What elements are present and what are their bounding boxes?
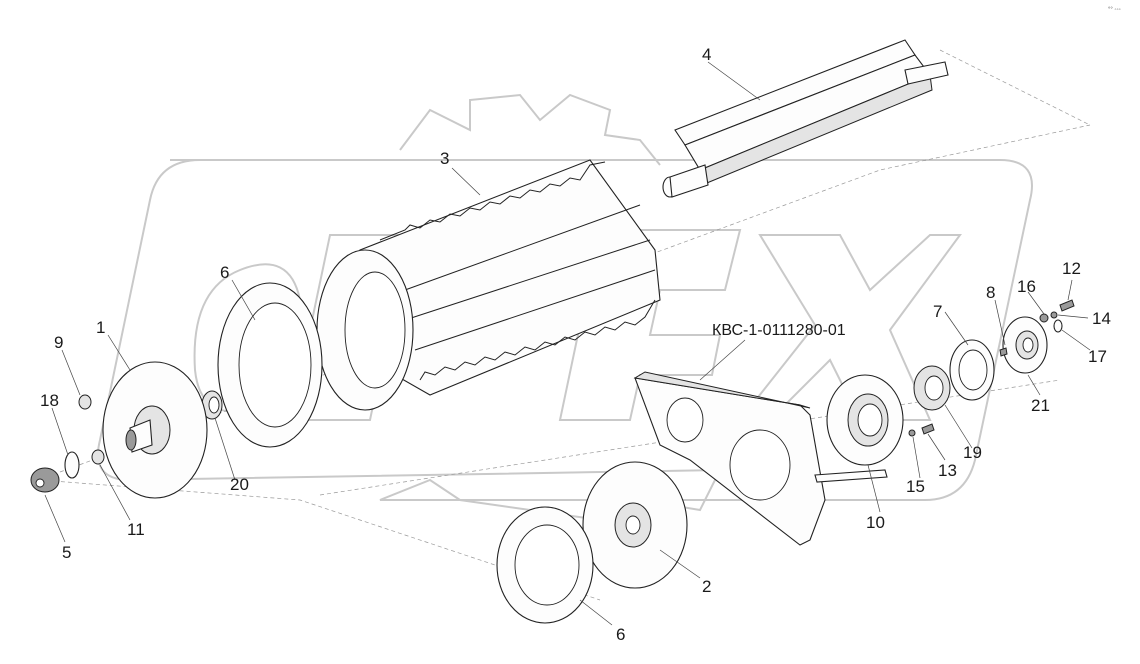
callout-7: 7 bbox=[933, 302, 942, 321]
callout-4: 4 bbox=[702, 45, 711, 64]
callout-17: 17 bbox=[1088, 347, 1107, 366]
part-7-gasket bbox=[949, 339, 995, 401]
part-16-washer bbox=[1039, 313, 1049, 323]
part-15-washer bbox=[908, 429, 916, 437]
callout-20: 20 bbox=[230, 475, 249, 494]
part-3-toothed-drum bbox=[316, 159, 661, 411]
part-14-nut bbox=[1050, 311, 1058, 319]
part-11-plug bbox=[91, 449, 105, 465]
callout-14: 14 bbox=[1092, 309, 1111, 328]
corner-mark: °° ◦◦◦ bbox=[1108, 7, 1121, 13]
part-2-flange-disk bbox=[582, 461, 688, 589]
part-5-nut bbox=[30, 467, 60, 493]
callout-19: 19 bbox=[963, 443, 982, 462]
part-6-gasket-lower bbox=[496, 506, 594, 624]
callout-11: 11 bbox=[127, 520, 145, 539]
part-8-pin bbox=[999, 347, 1008, 357]
part-18-circlip bbox=[64, 451, 80, 479]
small-fasteners-right bbox=[908, 299, 1075, 437]
part-12-bolt bbox=[1059, 299, 1075, 312]
callout-15: 15 bbox=[906, 477, 925, 496]
part-21-cover bbox=[1002, 316, 1048, 374]
callout-3: 3 bbox=[440, 149, 449, 168]
part-10-bearing-housing bbox=[826, 374, 904, 466]
part-13-bolt bbox=[921, 423, 935, 435]
callout-5: 5 bbox=[62, 543, 71, 562]
part-17-ring bbox=[1053, 319, 1063, 333]
callout-12: 12 bbox=[1062, 259, 1081, 278]
small-fasteners-left bbox=[30, 394, 105, 493]
callout-21: 21 bbox=[1031, 396, 1050, 415]
drawing-code: КВС-1-0111280-01 bbox=[712, 322, 846, 339]
part-4-shaft-bar bbox=[662, 39, 949, 198]
part-1-flange-shaft bbox=[102, 361, 208, 499]
callout-2: 2 bbox=[702, 577, 711, 596]
callout-10: 10 bbox=[866, 513, 885, 532]
callout-8: 8 bbox=[986, 283, 995, 302]
part-9-plug bbox=[78, 394, 92, 410]
part-6-gasket-upper bbox=[217, 282, 323, 448]
callout-labels: 4 3 6 1 9 18 20 11 5 2 6 КВС-1-0111280-0… bbox=[40, 7, 1121, 644]
callout-6-upper: 6 bbox=[220, 263, 229, 282]
callout-18: 18 bbox=[40, 391, 59, 410]
part-19-bearing bbox=[913, 365, 951, 411]
housing-plate bbox=[633, 371, 888, 546]
callout-1: 1 bbox=[96, 318, 105, 337]
callout-9: 9 bbox=[54, 333, 63, 352]
callout-6-lower: 6 bbox=[616, 625, 625, 644]
leader-lines bbox=[44, 61, 1091, 626]
callout-16: 16 bbox=[1017, 277, 1036, 296]
callout-13: 13 bbox=[938, 461, 957, 480]
